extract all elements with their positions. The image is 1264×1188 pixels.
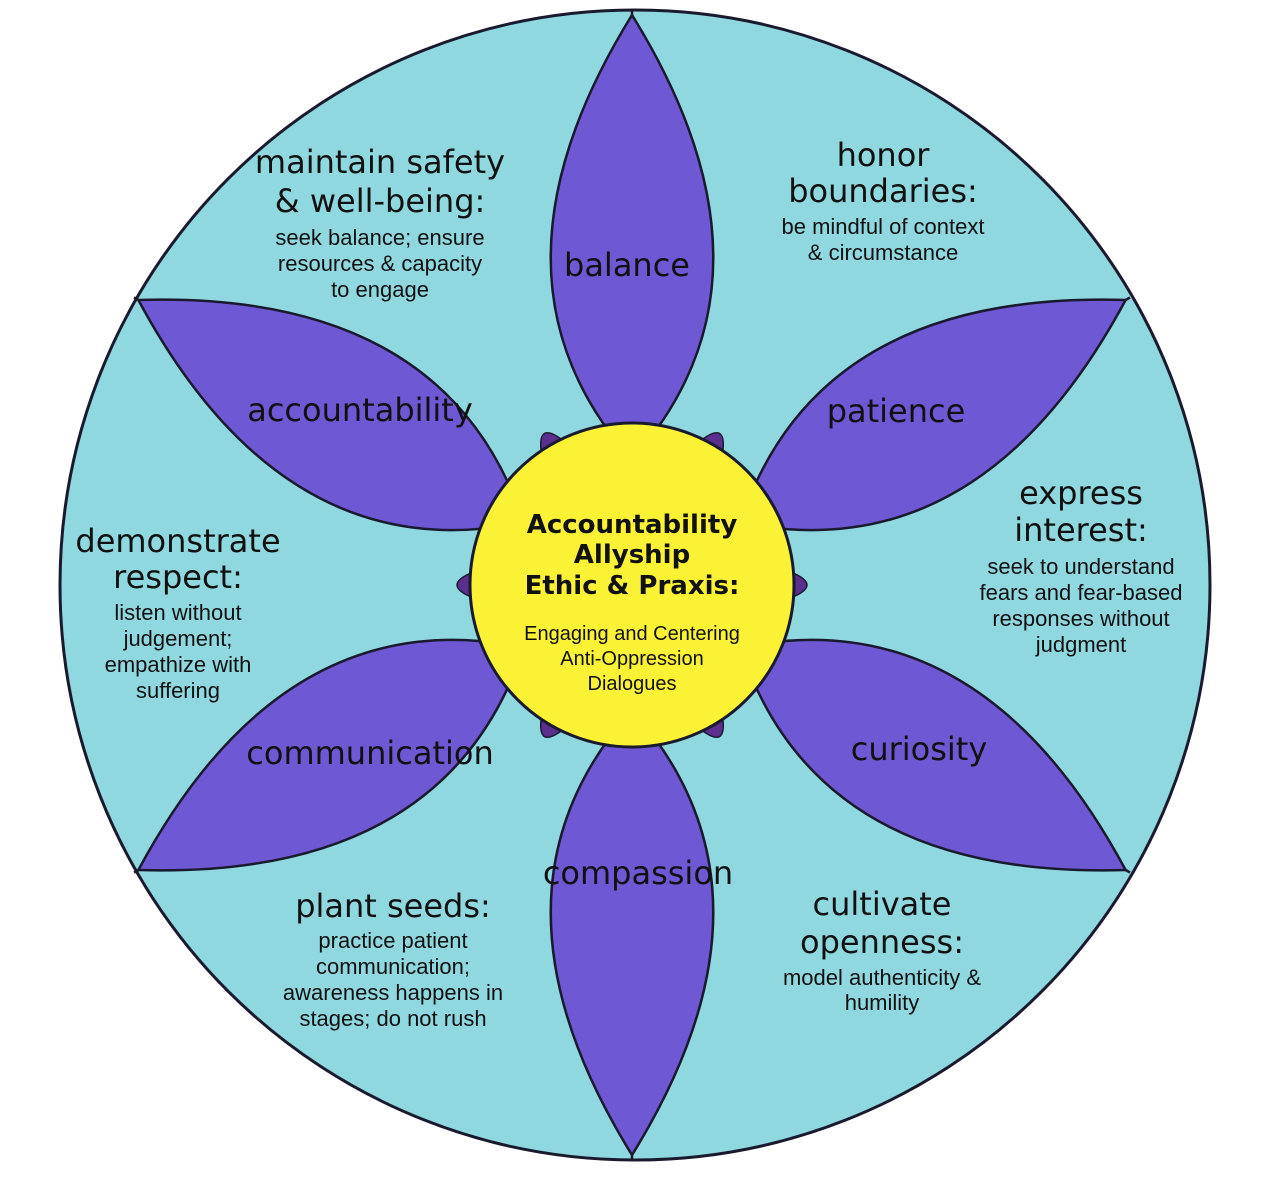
segment-safety-body-1: seek balance; ensure	[275, 225, 484, 250]
petal-label-compassion: compassion	[543, 854, 733, 892]
segment-respect-title-1: demonstrate	[75, 522, 280, 560]
petal-label-communication: communication	[246, 734, 493, 772]
segment-cultivate-body-2: humility	[845, 990, 920, 1015]
segment-safety-title-1: maintain safety	[255, 143, 505, 181]
segment-cultivate-title-1: cultivate	[813, 885, 952, 923]
segment-express-body-1: seek to understand	[987, 554, 1174, 579]
petals	[136, 12, 1128, 1158]
segment-safety-body-3: to engage	[331, 277, 429, 302]
petal-label-balance: balance	[564, 246, 690, 284]
segment-express-title-1: express	[1019, 474, 1143, 512]
petal-communication	[136, 638, 526, 872]
segment-express-title-2: interest:	[1014, 511, 1148, 549]
segment-plant-body-2: communication;	[316, 954, 470, 979]
segment-respect-body-1: listen without	[114, 600, 241, 625]
petal-patience	[738, 298, 1128, 532]
segment-honor-body-1: be mindful of context	[781, 214, 984, 239]
segment-respect-title-2: respect:	[113, 558, 243, 596]
petal-label-patience: patience	[827, 392, 966, 430]
segment-respect-body-4: suffering	[136, 678, 220, 703]
segment-safety-body-2: resources & capacity	[278, 251, 482, 276]
center-title-line-3: Ethic & Praxis:	[525, 571, 740, 601]
segment-plant-body-3: awareness happens in	[283, 980, 503, 1005]
segment-honor-body-2: & circumstance	[808, 240, 958, 265]
segment-honor-title-1: honor	[837, 136, 931, 174]
segment-plant-body-4: stages; do not rush	[299, 1006, 486, 1031]
petal-accountability	[136, 298, 526, 532]
segment-safety-title-2: & well-being:	[275, 182, 486, 220]
segment-express-body-3: responses without	[992, 606, 1169, 631]
segment-honor-title-2: boundaries:	[788, 172, 978, 210]
segment-plant-body-1: practice patient	[318, 928, 467, 953]
center-subtitle-line-1: Engaging and Centering	[524, 623, 740, 645]
segment-respect-body-3: empathize with	[105, 652, 252, 677]
segment-respect-body-2: judgement;	[123, 626, 233, 651]
segment-cultivate-body-1: model authenticity &	[783, 965, 981, 990]
center-circle	[468, 421, 796, 749]
petal-label-accountability: accountability	[247, 391, 473, 429]
segment-express-body-2: fears and fear-based	[979, 580, 1182, 605]
petal-curiosity	[738, 638, 1128, 872]
center-title-line-2: Allyship	[574, 540, 690, 570]
center-subtitle-line-3: Dialogues	[588, 673, 677, 695]
petal-label-curiosity: curiosity	[851, 730, 988, 768]
petal-compassion	[549, 708, 715, 1158]
center-subtitle-line-2: Anti-Oppression	[560, 648, 703, 670]
segment-plant-title-1: plant seeds:	[295, 887, 491, 925]
petal-balance	[549, 12, 715, 462]
segment-cultivate-title-2: openness:	[800, 923, 964, 961]
center-title-line-1: Accountability	[527, 510, 738, 540]
segment-express-body-4: judgment	[1035, 632, 1127, 657]
